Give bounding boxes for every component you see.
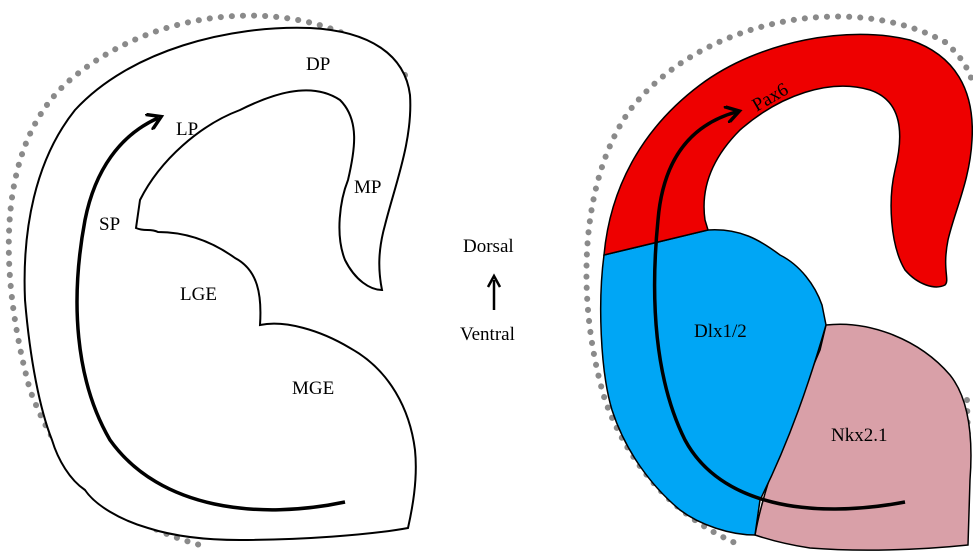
orientation-dorsal: Dorsal [463, 236, 514, 257]
label-mge: MGE [292, 378, 334, 399]
label-nkx: Nkx2.1 [831, 425, 887, 446]
label-sp: SP [99, 214, 120, 235]
left-hemisphere [9, 16, 416, 545]
label-dlx: Dlx1/2 [694, 321, 747, 342]
orientation-indicator: Dorsal Ventral [460, 236, 515, 345]
left-outline [25, 28, 416, 540]
orientation-ventral: Ventral [460, 324, 515, 345]
label-lp: LP [176, 119, 198, 140]
label-lge: LGE [180, 284, 217, 305]
label-mp: MP [354, 177, 381, 198]
label-dp: DP [306, 54, 330, 75]
